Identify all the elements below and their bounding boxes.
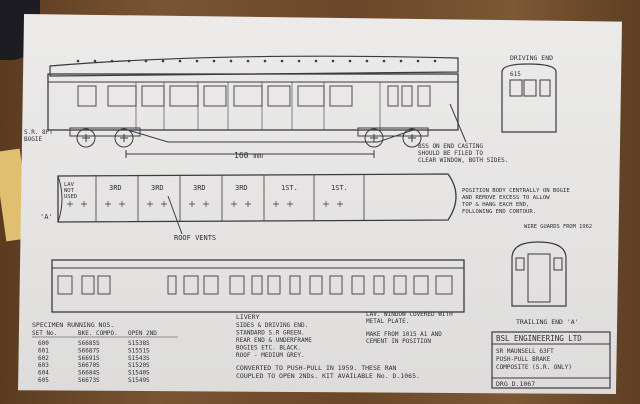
driving-end-label: DRIVING END bbox=[510, 54, 553, 62]
livery-block: LIVERY SIDES & DRIVING END.STANDARD S.R … bbox=[236, 313, 312, 359]
lower-coach-body bbox=[51, 259, 465, 313]
compartment-label: 3RD bbox=[109, 184, 122, 192]
livery-line: REAR END & UNDERFRAME bbox=[236, 337, 312, 344]
dimension-label: 160 mm bbox=[234, 151, 263, 160]
trailing-end-outline bbox=[511, 241, 567, 307]
compartment-label: 3RD bbox=[193, 184, 206, 192]
roof-vents-label: ROOF VENTS bbox=[174, 234, 216, 242]
plan-outline bbox=[57, 173, 457, 223]
lower-side-elevation bbox=[51, 259, 465, 313]
conversion-note: CONVERTED TO PUSH-PULL IN 1959. THESE RA… bbox=[236, 364, 420, 380]
livery-title: LIVERY bbox=[236, 313, 260, 321]
driving-end-view: DRIVING END 615 bbox=[501, 54, 557, 133]
driving-end-outline bbox=[501, 63, 557, 133]
coach-body bbox=[47, 73, 459, 131]
title-block-line2: PUSH-PULL BRAKE bbox=[496, 356, 551, 363]
title-block: BSL ENGINEERING LTD SR MAUNSELL 63FT PUS… bbox=[491, 331, 611, 389]
compartment-label: 3RD bbox=[235, 184, 248, 192]
title-block-company: BSL ENGINEERING LTD bbox=[496, 334, 582, 343]
roof-vent-dots bbox=[76, 59, 437, 63]
running-numbers-title: SPECIMEN RUNNING NOS. bbox=[32, 321, 114, 329]
livery-line: STANDARD S.R GREEN. bbox=[236, 330, 305, 337]
side-windows bbox=[77, 82, 431, 130]
compartment-label: 1ST. bbox=[331, 184, 348, 192]
title-block-line1: SR MAUNSELL 63FT bbox=[496, 348, 554, 355]
trailing-end-view: WIRE GUARDS FROM 1962 TRAILING END 'A' bbox=[511, 224, 592, 326]
leader-line-bss bbox=[449, 103, 467, 143]
livery-line: SIDES & DRIVING END. bbox=[236, 322, 308, 329]
title-block-line3: COMPOSITE (S.R. ONLY) bbox=[496, 364, 572, 371]
title-block-drawing-no: DRG D.1067 bbox=[496, 380, 535, 388]
running-numbers-table: SPECIMEN RUNNING NOS. SET No.BKE. COMPO.… bbox=[32, 321, 178, 384]
running-numbers-header: SET No.BKE. COMPO.OPEN 2ND bbox=[32, 330, 157, 337]
compartment-label: 1ST. bbox=[281, 184, 298, 192]
livery-line: BOGIES ETC. BLACK. bbox=[236, 345, 301, 352]
livery-line: ROOF - MEDIUM GREY. bbox=[236, 352, 305, 359]
lower-windows bbox=[57, 275, 453, 295]
note-wire-guards: WIRE GUARDS FROM 1962 bbox=[524, 224, 592, 230]
driving-end-number: 615 bbox=[510, 71, 521, 78]
bogie-left bbox=[69, 127, 141, 148]
bogie-right bbox=[357, 127, 429, 148]
compartment-label: 3RD bbox=[151, 184, 164, 192]
trailing-end-label: TRAILING END 'A' bbox=[516, 318, 579, 326]
coach-roof bbox=[49, 55, 459, 77]
side-a-label: 'A' bbox=[40, 213, 53, 221]
